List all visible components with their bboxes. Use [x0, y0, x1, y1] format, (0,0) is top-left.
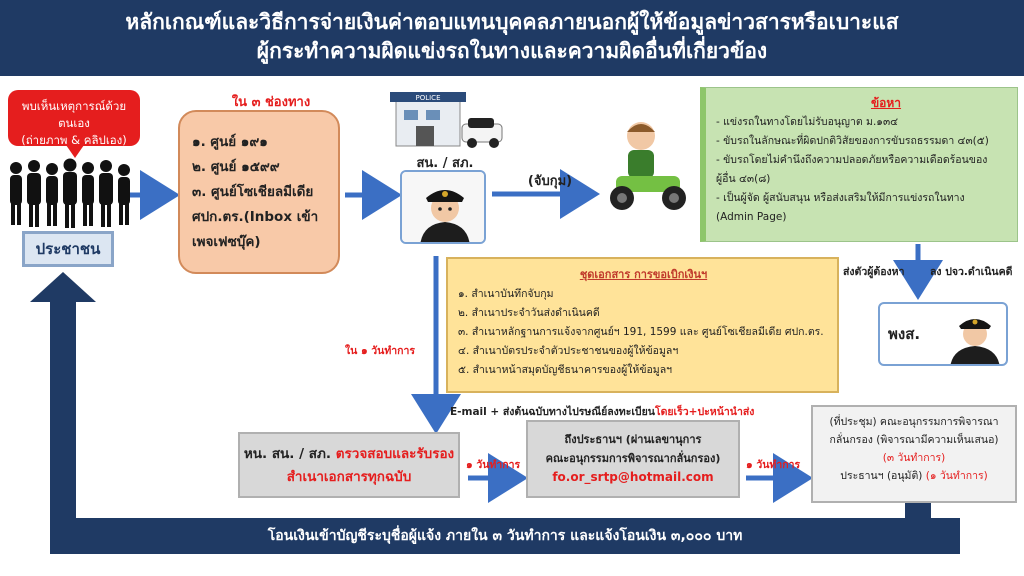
committee-line1: (ที่ประชุม) คณะอนุกรรมการพิจารณา	[829, 416, 999, 428]
committee-approve-days: (๑ วันทำการ)	[925, 470, 988, 482]
return-arrow-head	[30, 272, 96, 302]
document-item: ๔. สำเนาบัตรประจำตัวประชาชนของผู้ให้ข้อม…	[458, 345, 679, 357]
chair-line2: คณะอนุกรรมการพิจารณากลั่นกรอง)	[545, 452, 721, 465]
charge-item: - ขับรถโดยไม่คำนึงถึงความปลอดภัยหรือความ…	[716, 154, 988, 166]
channel-item: ๑. ศูนย์ ๑๙๑	[192, 134, 268, 150]
charge-item: - แข่งรถในทางโดยไม่รับอนุญาต ม.๑๓๔	[716, 116, 899, 128]
page-header: หลักเกณฑ์และวิธีการจ่ายเงินค่าตอบแทนบุคค…	[0, 0, 1024, 76]
committee-box: (ที่ประชุม) คณะอนุกรรมการพิจารณา กลั่นกร…	[811, 405, 1017, 503]
channel-item: ๓. ศูนย์โซเชียลมีเดีย ศปก.ตร.(Inbox เข้า…	[192, 184, 319, 250]
station-label: สน. / สภ.	[416, 156, 474, 171]
inquiry-officer-label: พงส.	[888, 325, 921, 343]
email-note-text: E-mail + ส่งต้นฉบับทางไปรษณีย์ลงทะเบียน	[450, 406, 655, 418]
proceed-case-label: ลง ปจว.ดำเนินคดี	[930, 266, 1013, 278]
return-arrow-shaft	[50, 300, 76, 540]
police-station-icon: POLICE	[390, 92, 503, 148]
document-item: ๑. สำเนาบันทึกจับกุม	[458, 288, 554, 300]
committee-line2: กลั่นกรอง (พิจารณามีความเห็นเสนอ)	[829, 434, 999, 446]
chair-line1: ถึงประธานฯ (ผ่านเลขานุการ	[564, 433, 702, 446]
document-item: ๕. สำเนาหน้าสมุดบัญชีธนาคารของผู้ให้ข้อม…	[458, 364, 673, 376]
police-officer-icon	[402, 172, 484, 242]
one-day-chair-label: ๑ วันทำการ	[466, 459, 521, 471]
committee-days: (๓ วันทำการ)	[882, 452, 946, 464]
citizen-box: ประชาชน	[22, 231, 114, 267]
verify-highlight: ตรวจสอบและรับรองสำเนาเอกสารทุกฉบับ	[286, 446, 455, 485]
charge-item: - ขับรถในลักษณะที่ผิดปกติวิสัยของการขับร…	[716, 135, 989, 147]
charge-item: - เป็นผู้จัด ผู้สนับสนุน หรือส่งเสริมให้…	[716, 192, 965, 204]
page-title-line1: หลักเกณฑ์และวิธีการจ่ายเงินค่าตอบแทนบุคค…	[125, 10, 899, 34]
page-title-line2: ผู้กระทำความผิดแข่งรถในทางและความผิดอื่น…	[256, 39, 768, 63]
payment-footer-text: โอนเงินเข้าบัญชีระบุชื่อผู้แจ้ง ภายใน ๓ …	[267, 528, 743, 544]
document-item: ๓. สำเนาหลักฐานการแจ้งจากศูนย์ฯ 191, 159…	[458, 326, 824, 338]
police-officer-card	[400, 170, 486, 244]
one-day-docs-label: ใน ๑ วันทำการ	[345, 345, 416, 357]
chair-email: fo.or_srtp@hotmail.com	[552, 470, 714, 484]
committee-approve: ประธานฯ (อนุมัติ)	[840, 470, 923, 482]
documents-box: ชุดเอกสาร การขอเบิกเงินฯ ๑. สำเนาบันทึกจ…	[446, 257, 839, 393]
charge-item: ผู้อื่น ๔๓(๘)	[716, 173, 771, 185]
speech-line2: (ถ่ายภาพ & คลิปเอง)	[21, 133, 127, 147]
arrest-label: (จับกุม)	[527, 174, 573, 189]
crowd-silhouette-icon	[10, 158, 130, 228]
send-suspect-label: ส่งตัวผู้ต้องหา	[843, 266, 905, 278]
citizen-label: ประชาชน	[35, 240, 101, 258]
witness-speech-bubble: พบเห็นเหตุการณ์ด้วยตนเอง (ถ่ายภาพ & คลิป…	[8, 90, 140, 158]
verify-box: หน. สน. / สภ. ตรวจสอบและรับรองสำเนาเอกสา…	[238, 432, 460, 498]
payment-footer-bar: โอนเงินเข้าบัญชีระบุชื่อผู้แจ้ง ภายใน ๓ …	[50, 518, 960, 554]
verify-prefix: หน. สน. / สภ.	[243, 446, 332, 462]
channels-heading: ใน ๓ ช่องทาง	[231, 95, 311, 110]
channel-item: ๒. ศูนย์ ๑๕๙๙	[192, 159, 280, 175]
charges-title: ข้อหา	[870, 96, 902, 110]
channels-box: ๑. ศูนย์ ๑๙๑ ๒. ศูนย์ ๑๕๙๙ ๓. ศูนย์โซเชี…	[178, 110, 340, 274]
speech-line1: พบเห็นเหตุการณ์ด้วยตนเอง	[21, 99, 127, 130]
documents-title: ชุดเอกสาร การขอเบิกเงินฯ	[579, 268, 708, 281]
one-day-committee-label: ๑ วันทำการ	[746, 459, 801, 471]
kid-on-motorbike-icon	[610, 122, 686, 210]
inquiry-officer-card: พงส.	[878, 302, 1008, 366]
charges-box: ข้อหา - แข่งรถในทางโดยไม่รับอนุญาต ม.๑๓๔…	[700, 87, 1018, 242]
charge-item: (Admin Page)	[716, 211, 787, 223]
document-item: ๒. สำเนาประจำวันส่งดำเนินคดี	[458, 307, 600, 319]
police-sign-text: POLICE	[415, 94, 440, 102]
inquiry-officer-icon	[950, 319, 1000, 364]
email-note: E-mail + ส่งต้นฉบับทางไปรษณีย์ลงทะเบียนโ…	[450, 403, 780, 420]
email-note-highlight: โดยเร็ว+ปะหน้านำส่ง	[654, 406, 755, 418]
chair-box: ถึงประธานฯ (ผ่านเลขานุการ คณะอนุกรรมการพ…	[526, 420, 740, 498]
